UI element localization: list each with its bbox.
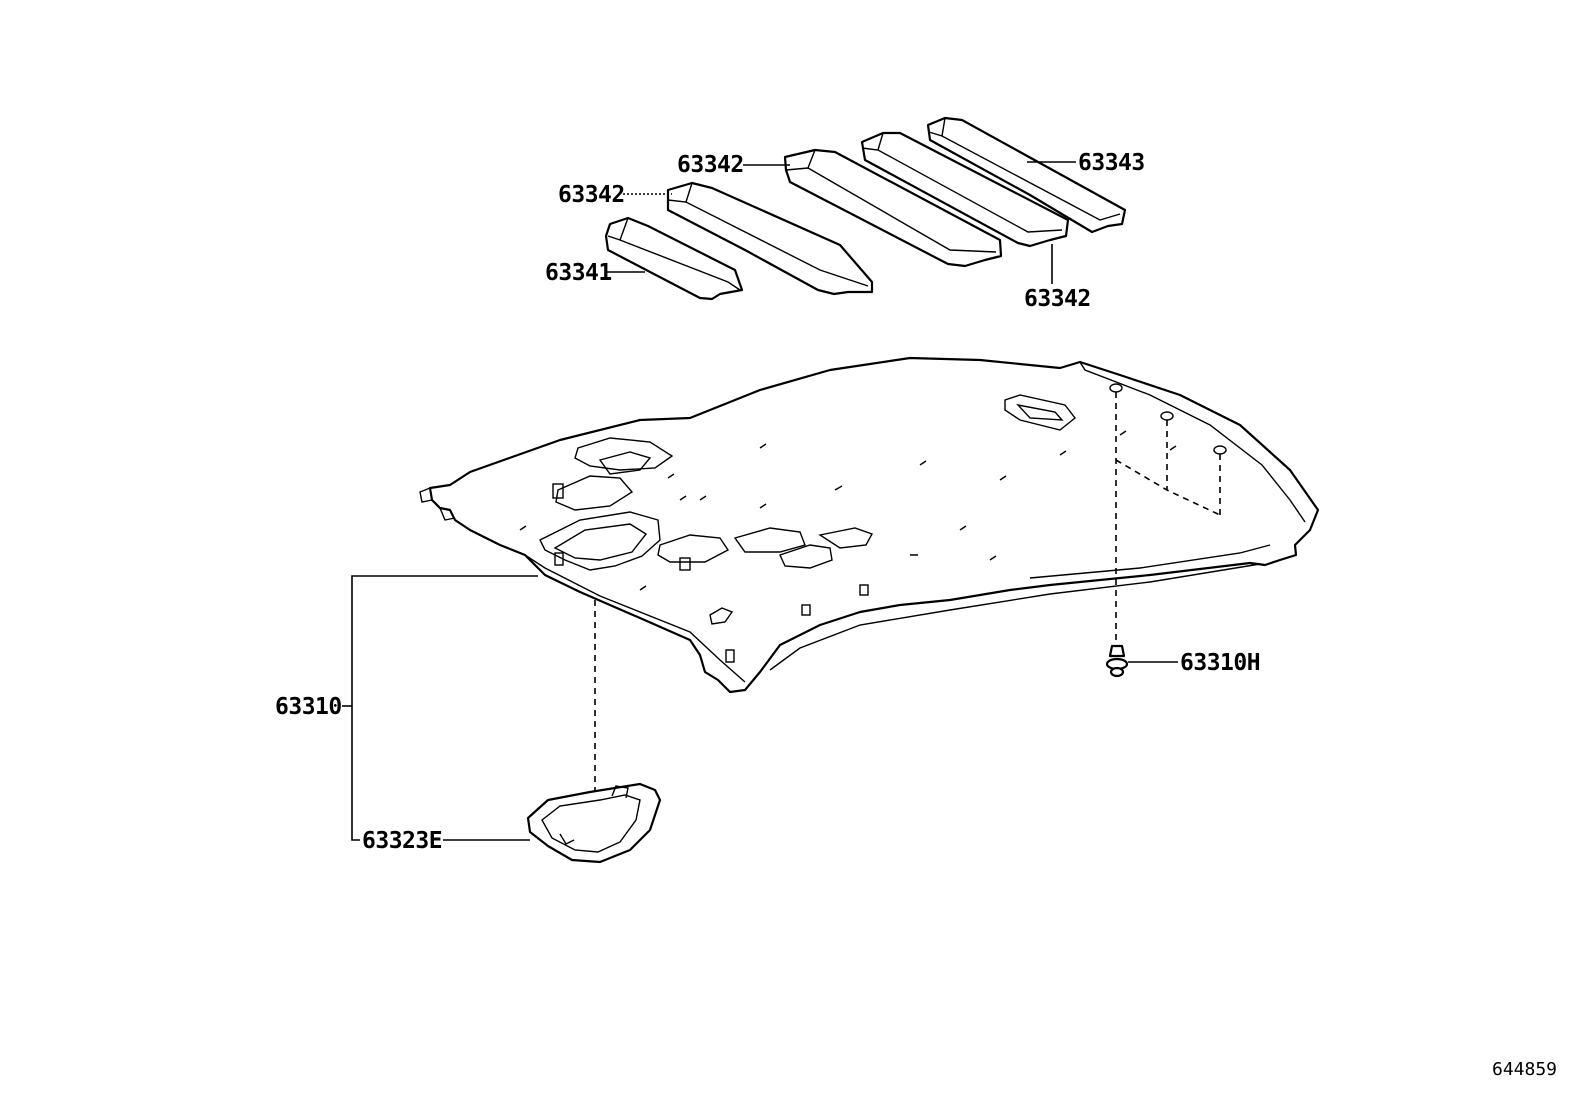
headliner-clip-63310H [1105,644,1129,678]
label-63310: 63310 [275,694,342,720]
label-63310H: 63310H [1180,650,1260,676]
leader-lines [342,161,1178,841]
label-63342-left: 63342 [558,182,625,208]
silencer-pad-63342-left [666,181,874,296]
label-63342-center: 63342 [677,152,744,178]
diagram-reference-number: 644859 [1492,1059,1557,1080]
silencer-pad-63343 [926,116,1127,234]
silencer-pad-63342-right [860,131,1070,248]
silencer-pad-63342-center [783,148,1003,268]
label-63343: 63343 [1078,150,1145,176]
label-63323E: 63323E [362,828,442,854]
label-63341: 63341 [545,260,612,286]
label-63342-right: 63342 [1024,286,1091,312]
roof-headliner-63310 [419,356,1320,694]
grip-bezel-63323E [526,782,662,864]
silencer-pad-63341 [604,216,744,301]
